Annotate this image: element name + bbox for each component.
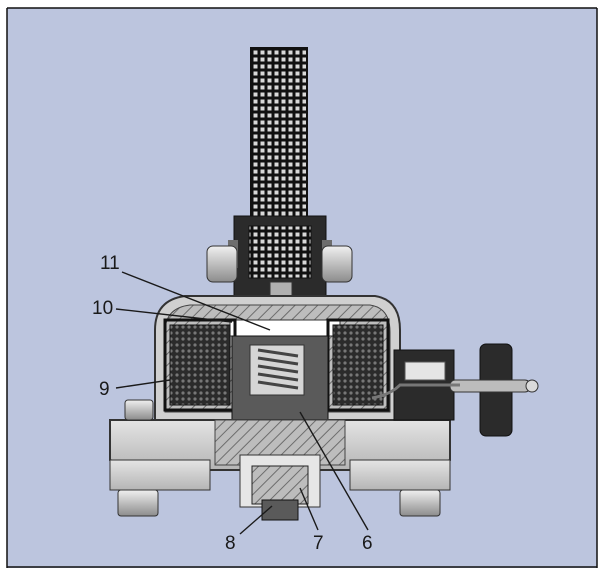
flange-left	[109, 459, 211, 491]
leader-7	[299, 487, 319, 531]
outlet-fitting	[261, 499, 299, 521]
lead-wire	[371, 383, 460, 400]
leader-6	[299, 411, 369, 531]
connector-window	[404, 361, 446, 381]
coil-right	[332, 324, 384, 406]
cap-window	[248, 225, 312, 279]
lock-nut-right	[321, 245, 353, 283]
knurled-grip	[250, 47, 308, 219]
bolt-head-right	[399, 489, 441, 517]
seat-insert	[251, 465, 309, 505]
callout-label-7: 7	[313, 533, 324, 554]
armature-plate	[229, 319, 341, 337]
callout-label-6: 6	[362, 533, 373, 554]
bolt-head-left-top	[124, 399, 154, 421]
connector-pin-tip	[525, 379, 539, 393]
connector-pin	[449, 379, 531, 393]
leader-11	[121, 271, 271, 331]
leader-8	[239, 505, 273, 535]
callout-label-10: 10	[92, 298, 113, 319]
leader-10	[115, 308, 233, 323]
callout-label-9: 9	[99, 379, 110, 400]
leader-9	[115, 379, 171, 389]
lock-nut-left	[206, 245, 238, 283]
armature-spring	[257, 348, 299, 390]
coil-left	[169, 324, 231, 406]
bolt-head-left	[117, 489, 159, 517]
callout-label-11: 11	[100, 253, 120, 274]
callout-leaders	[115, 271, 369, 535]
flange-right	[349, 459, 451, 491]
callout-label-8: 8	[225, 533, 236, 554]
